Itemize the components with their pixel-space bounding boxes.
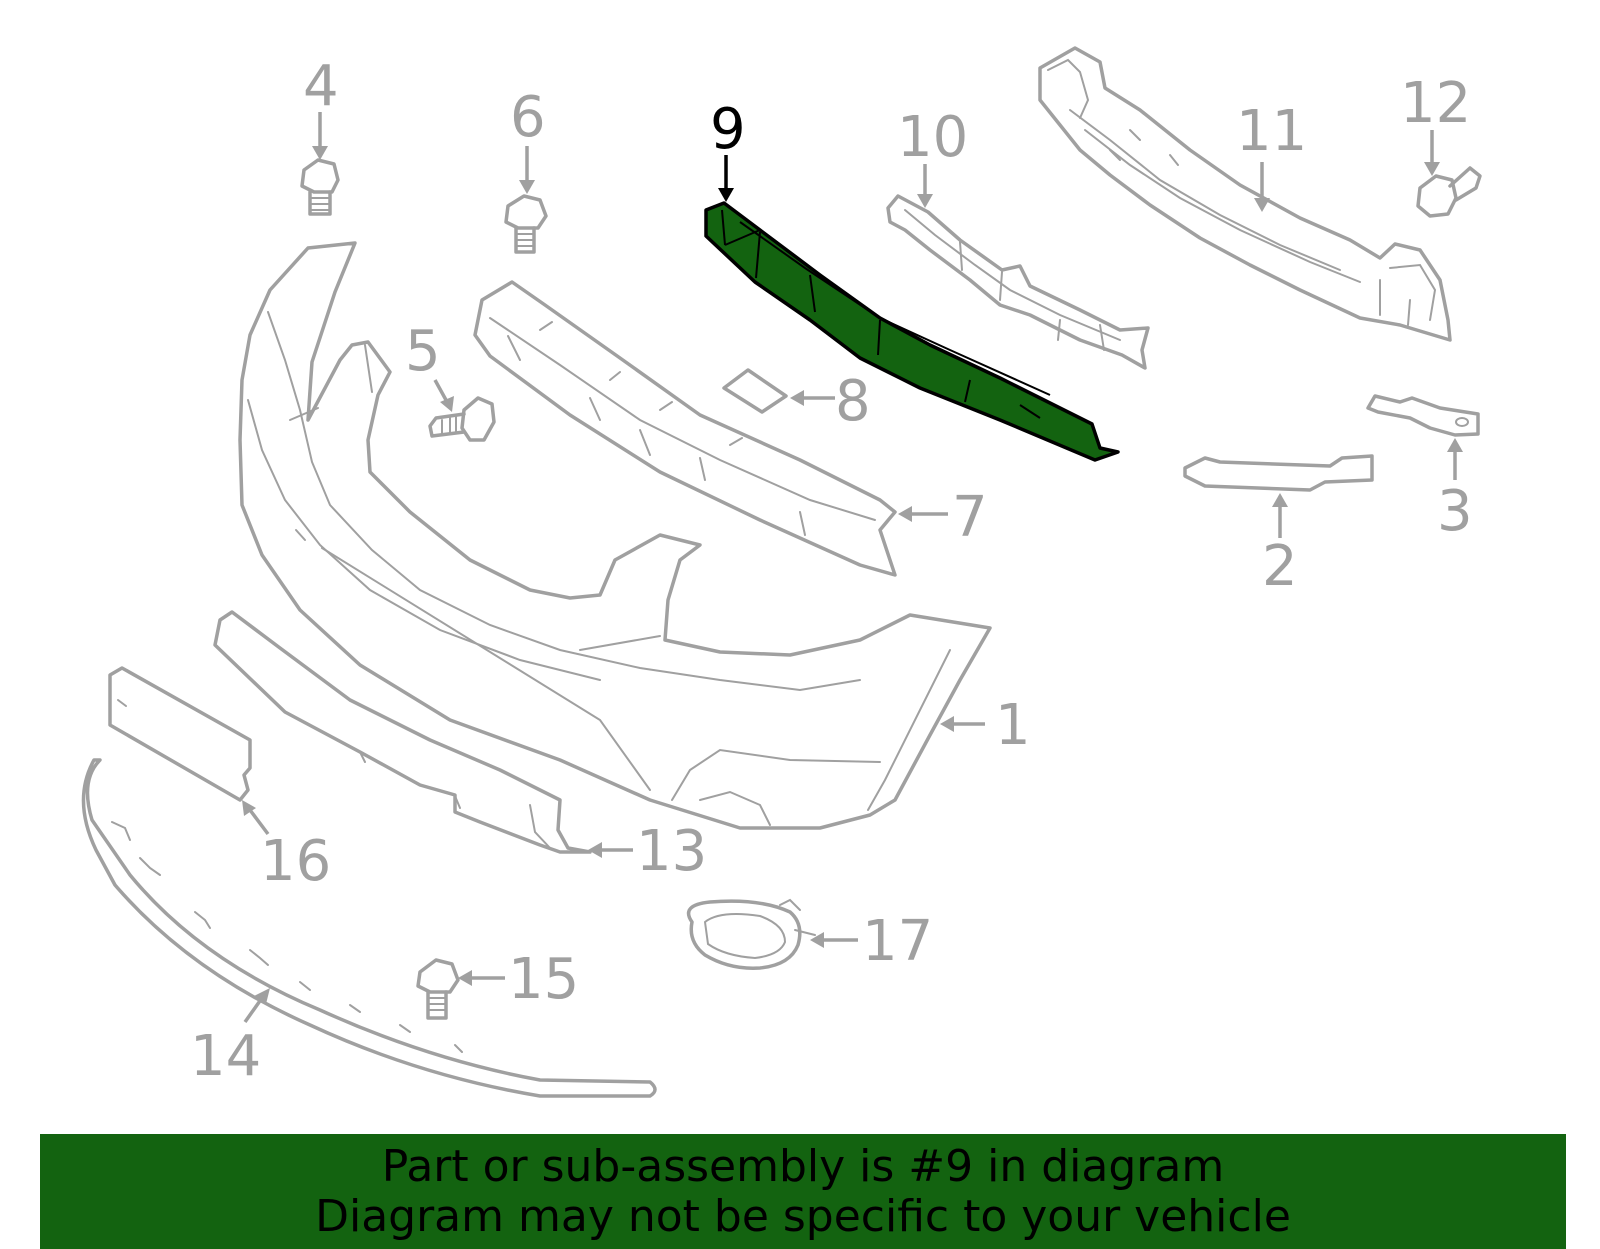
arrowhead-7 [898,506,912,522]
arrowhead-5 [440,396,454,412]
callout-16: 16 [260,829,331,894]
part-14-molding[interactable] [81,758,657,1098]
part-8-pad[interactable] [722,368,788,414]
banner-line-2: Diagram may not be specific to your vehi… [315,1191,1291,1242]
arrowhead-9 [718,188,734,202]
callout-2: 2 [1262,534,1298,599]
part-7-energy-absorber[interactable] [473,280,897,577]
part-6-bolt[interactable] [504,194,548,254]
info-banner: Part or sub-assembly is #9 in diagram Di… [40,1134,1566,1249]
part-2-bracket[interactable] [1183,454,1374,492]
callout-14: 14 [190,1024,261,1089]
part-13-valance[interactable] [213,610,592,854]
callout-labels: 1 2 3 4 5 6 7 8 9 10 11 12 13 14 15 16 1… [190,54,1473,1089]
callout-7: 7 [952,485,988,550]
part-16-panel[interactable] [108,666,252,802]
part-15-bolt[interactable] [416,958,460,1020]
arrowhead-8 [790,390,804,406]
part-3-bracket[interactable] [1366,394,1480,437]
callout-12: 12 [1400,71,1471,136]
arrowhead-4 [312,146,328,160]
part-12-bolt[interactable] [1416,166,1482,218]
callout-3: 3 [1437,479,1473,544]
callout-9: 9 [710,97,746,162]
arrowhead-6 [519,180,535,194]
part-17-fog-lamp-bezel[interactable] [686,898,816,970]
callout-4: 4 [303,54,339,119]
arrow-14 [243,996,264,1024]
callout-11: 11 [1236,99,1307,164]
callout-15: 15 [508,947,579,1012]
callout-5: 5 [405,319,441,384]
callout-13: 13 [636,819,707,884]
callout-17: 17 [862,909,933,974]
arrowhead-10 [917,194,933,208]
callout-8: 8 [835,369,871,434]
arrowhead-1 [940,716,954,732]
arrow-5 [433,379,448,401]
part-5-bolt[interactable] [428,396,496,442]
callout-1: 1 [995,693,1031,758]
callout-arrows [242,112,1463,1024]
arrowhead-14 [254,988,270,1004]
callout-10: 10 [897,105,968,170]
banner-line-1: Part or sub-assembly is #9 in diagram [381,1141,1225,1192]
arrowhead-12 [1424,162,1440,176]
arrowhead-3 [1447,438,1463,452]
part-10-bracket[interactable] [886,194,1150,370]
callout-6: 6 [510,85,546,150]
arrowhead-17 [810,932,824,948]
arrowhead-13 [588,842,602,858]
part-4-bolt[interactable] [300,158,340,216]
arrow-16 [248,808,270,836]
arrowhead-11 [1254,198,1270,212]
part-9-bumper-reinforcement[interactable] [704,201,1120,462]
part-11-reinforcement-bar[interactable] [1038,46,1452,342]
part-1-bumper-cover[interactable] [238,241,992,830]
arrowhead-16 [242,800,256,816]
arrowhead-15 [458,970,472,986]
arrowhead-2 [1272,493,1288,507]
